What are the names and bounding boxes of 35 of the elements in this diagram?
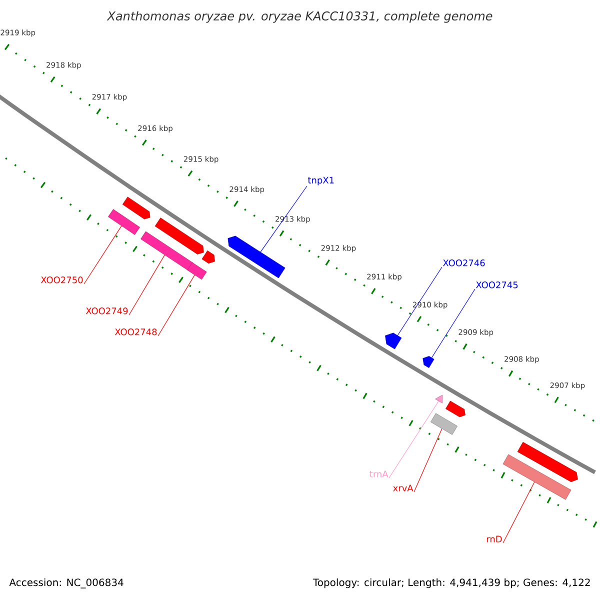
leader-line xyxy=(128,254,165,316)
gene-label: XOO2749 xyxy=(86,308,128,314)
gene-label: rnD xyxy=(486,536,502,542)
leader-line xyxy=(414,428,442,492)
leader-line xyxy=(388,400,439,478)
leader-line xyxy=(397,266,442,336)
leader-line xyxy=(260,186,308,252)
gene-block xyxy=(422,356,434,368)
gene-block xyxy=(154,218,204,254)
gene-block xyxy=(385,332,402,350)
gene-label: XOO2748 xyxy=(114,328,157,336)
gene-bar xyxy=(430,413,458,435)
gene-label: tnpX1 xyxy=(308,176,334,186)
gene-label: XOO2750 xyxy=(40,276,83,284)
gene-label: XOO2746 xyxy=(442,260,485,266)
gene-block xyxy=(202,250,215,264)
gene-block xyxy=(517,442,578,482)
gene-bar xyxy=(140,231,194,271)
gene-block xyxy=(122,196,150,220)
gene-triangle xyxy=(435,394,443,404)
gene-bar xyxy=(187,262,207,280)
leader-line xyxy=(158,274,195,336)
gene-label: xrvA xyxy=(393,484,414,492)
leader-line xyxy=(502,482,535,544)
gene-block xyxy=(446,400,466,418)
gene-bar xyxy=(502,454,572,500)
leader-line xyxy=(84,226,122,284)
gene-bar xyxy=(108,209,140,235)
gene-block xyxy=(228,236,286,278)
title: Xanthomonas oryzae pv. oryzae KACC10331, complete genome xyxy=(106,11,492,23)
gene-label: trnA xyxy=(370,470,388,478)
footer-text: Topology: circular; Length: 4,941,439 bp; Genes: 4,122 xyxy=(312,578,590,588)
footer-text: Accession: NC_006834 xyxy=(9,578,124,588)
gene-label: XOO2745 xyxy=(476,282,518,288)
leader-line xyxy=(431,288,476,358)
